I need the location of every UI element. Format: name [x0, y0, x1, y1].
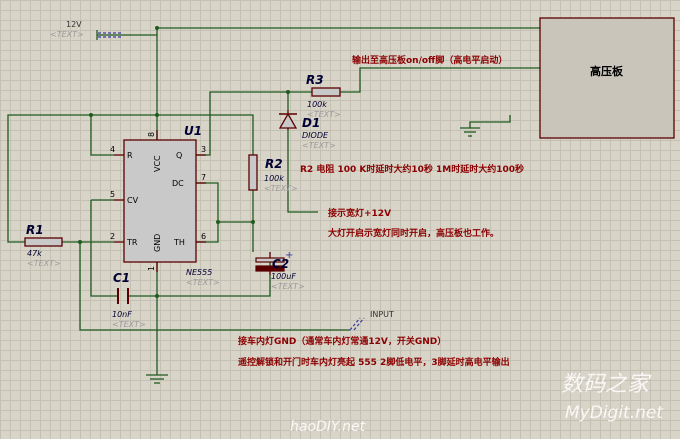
hv-board-label: 高压板	[590, 64, 624, 78]
pin-number-2: 2	[110, 232, 115, 241]
note-indicator-desc: 大灯开启示宽灯同时开启，高压板也工作。	[328, 227, 499, 239]
r3-ref: R3	[306, 73, 324, 87]
r2-ref: R2	[265, 157, 283, 171]
d1-ref: D1	[302, 116, 320, 130]
pin-label-th: TH	[173, 238, 185, 247]
u1-ref: U1	[184, 124, 202, 138]
r2-value: 100k	[264, 174, 284, 183]
watermark-site-cn: 数码之家	[561, 372, 652, 397]
c2-tag: <TEXT>	[271, 282, 305, 291]
note-remote: 遥控解锁和开门时车内灯亮起 555 2脚低电平，3脚延时高电平输出	[238, 356, 510, 368]
svg-text:+: +	[285, 250, 293, 261]
input-label: INPUT	[370, 310, 394, 319]
r3-resistor	[311, 87, 341, 97]
ground-symbol-icon	[146, 374, 168, 384]
pin-number-7: 7	[201, 173, 206, 182]
u1-pins	[114, 130, 206, 272]
input-terminal-icon	[349, 317, 365, 331]
c1-tag: <TEXT>	[112, 320, 146, 329]
c1-value: 10nF	[112, 310, 132, 319]
pin-number-1: 1	[147, 266, 156, 271]
ne555-body	[123, 139, 197, 263]
wires	[7, 27, 540, 375]
pin-label-reset: R	[127, 151, 133, 160]
r2-resistor	[248, 154, 258, 191]
power-terminal-icon	[96, 30, 122, 40]
note-r2-delay: R2 电阻 100 K时延时大约10秒 1M时延时大约100秒	[300, 163, 524, 175]
c1-ref: C1	[113, 271, 130, 285]
note-output: 输出至高压板on/off脚（高电平启动）	[352, 54, 507, 66]
d1-value: DIODE	[302, 131, 329, 140]
d1-diode-icon	[278, 110, 298, 130]
hv-ground-symbol-icon	[460, 127, 480, 137]
c1-capacitor-icon	[117, 288, 129, 304]
note-indicator: 接示宽灯+12V	[328, 207, 391, 219]
u1-tag: <TEXT>	[186, 278, 220, 287]
u1-model: NE555	[186, 268, 212, 277]
r1-resistor	[24, 237, 63, 247]
pin-label-cv: CV	[127, 196, 139, 205]
pin-label-tr: TR	[126, 238, 138, 247]
pin-number-6: 6	[201, 232, 206, 241]
pin-label-q: Q	[176, 151, 182, 160]
pin-number-8: 8	[147, 132, 156, 137]
hv-board-box	[539, 17, 675, 139]
c2-ref: C2	[272, 257, 289, 271]
r1-ref: R1	[26, 223, 44, 237]
c2-capacitor-icon: +	[255, 250, 293, 275]
pin-number-4: 4	[110, 145, 115, 154]
r1-tag: <TEXT>	[27, 259, 61, 268]
power-label: 12V	[66, 20, 82, 29]
c2-value: 100uF	[271, 272, 296, 281]
r1-value: 47k	[27, 249, 42, 258]
pin-label-vcc: VCC	[153, 155, 162, 172]
junction-dots	[78, 26, 290, 298]
watermark-hao: haoDIY.net	[290, 419, 366, 435]
watermark-site-en: MyDigit.net	[565, 403, 664, 423]
r3-tag: <TEXT>	[307, 110, 341, 119]
note-dome-light: 接车内灯GND（通常车内灯常通12V，开关GND）	[238, 335, 446, 347]
pin-label-gnd: GND	[153, 234, 162, 252]
power-tag: <TEXT>	[50, 30, 84, 39]
pin-label-dc: DC	[172, 179, 184, 188]
r3-value: 100k	[307, 100, 327, 109]
d1-tag: <TEXT>	[302, 141, 336, 150]
r2-tag: <TEXT>	[264, 184, 298, 193]
pin-number-5: 5	[110, 190, 115, 199]
pin-number-3: 3	[201, 145, 206, 154]
